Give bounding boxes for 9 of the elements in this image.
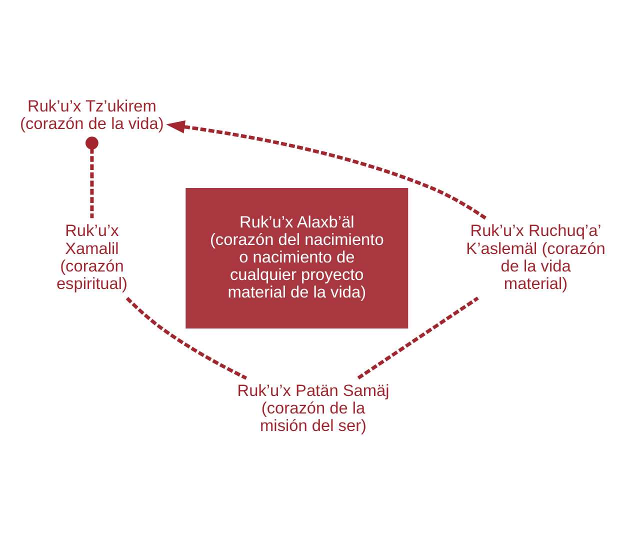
node-box: Ruk’u’x Alaxb’äl (corazón del nacimiento o nacimiento de cualquier proyecto material de la vida) bbox=[186, 188, 408, 328]
node-text: Ruk’u’x Tz’ukirem (corazón de la vida) bbox=[20, 97, 164, 134]
arrow bbox=[166, 120, 487, 220]
connector bbox=[357, 296, 479, 380]
connector bbox=[86, 136, 98, 218]
connector bbox=[126, 296, 248, 380]
node-text: Ruk’u’x Ruchuq’a’ K’aslemäl (corazón de la vida material) bbox=[466, 222, 606, 293]
node-text: Ruk’u’x Xamalil (corazón espiritual) bbox=[56, 222, 128, 293]
node-text: Ruk’u’x Patän Samäj (corazón de la misión del ser) bbox=[237, 382, 390, 436]
